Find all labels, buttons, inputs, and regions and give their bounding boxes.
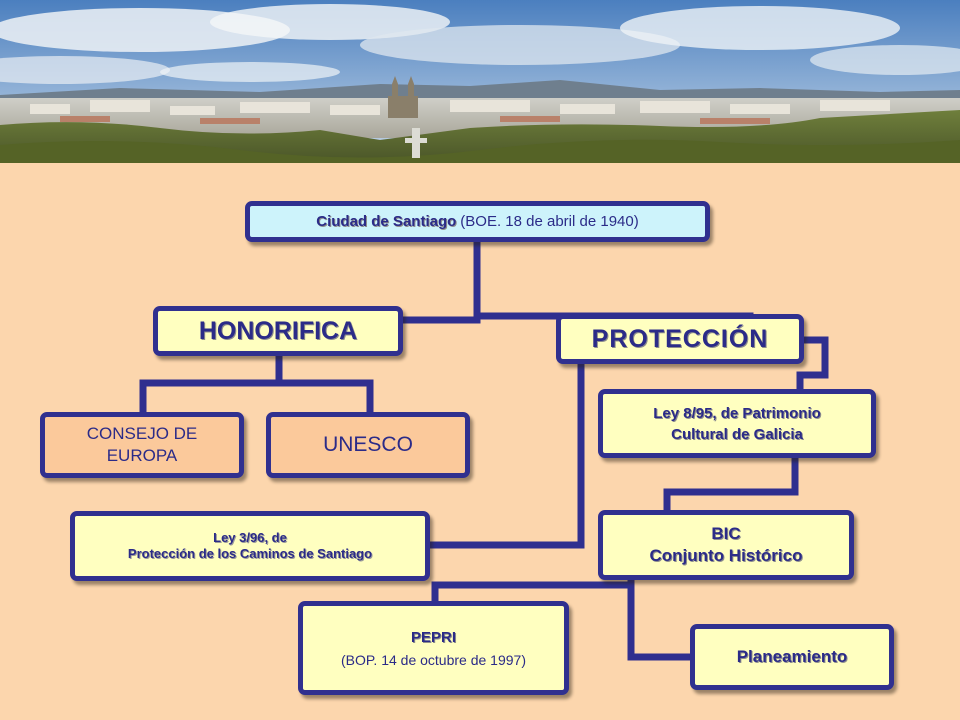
connector-bic-planeamiento [627,581,694,661]
pepri-title: PEPRI [410,628,456,646]
consejo-de-europa-box: CONSEJO DE EUROPA [40,412,244,478]
pepri-box: PEPRI (BOP. 14 de octubre de 1997) [298,601,569,695]
planeamiento-box: Planeamiento [690,624,894,690]
honorifica-label: HONORIFICA [198,316,358,345]
connector-bic-pepri [431,576,635,605]
ciudad-de-santiago-box: Ciudad de Santiago (BOE. 18 de abril de … [245,201,710,242]
proteccion-label: PROTECCIÓN [591,324,769,353]
connector-honorifica-unesco [275,379,374,416]
connector-proteccion-ley895 [796,336,829,393]
unesco-label: UNESCO [323,433,413,456]
ley-3-96-box: Ley 3/96, de Protección de los Caminos d… [70,511,430,581]
bic-line2: Conjunto Histórico [649,546,803,565]
connector-proteccion-ley396 [426,360,585,549]
ley396-line1: Ley 3/96, de [213,530,287,545]
ley-8-95-box: Ley 8/95, de Patrimonio Cultural de Gali… [598,389,876,458]
pepri-bop-date: (BOP. 14 de octubre de 1997) [341,651,526,668]
planeamiento-label: Planeamiento [736,647,848,666]
consejo-line1: CONSEJO DE [86,424,198,443]
connector-ley895-bic [663,454,799,514]
ley396-line2: Protección de los Caminos de Santiago [127,546,373,561]
bic-line1: BIC [711,524,741,543]
city-panorama-photo [0,0,960,163]
consejo-line2: EUROPA [106,446,178,465]
ciudad-boe-date: (BOE. 18 de abril de 1940) [460,213,639,230]
ley895-line2: Cultural de Galicia [671,425,803,443]
connector-honorifica-children [139,352,283,416]
proteccion-box: PROTECCIÓN [556,314,804,364]
ley895-line1: Ley 8/95, de Patrimonio [653,404,821,422]
unesco-box: UNESCO [266,412,470,478]
bic-box: BIC Conjunto Histórico [598,510,854,580]
connector-root-honorifica [399,238,481,324]
honorifica-box: HONORIFICA [153,306,403,356]
ciudad-title: Ciudad de Santiago [316,213,457,230]
